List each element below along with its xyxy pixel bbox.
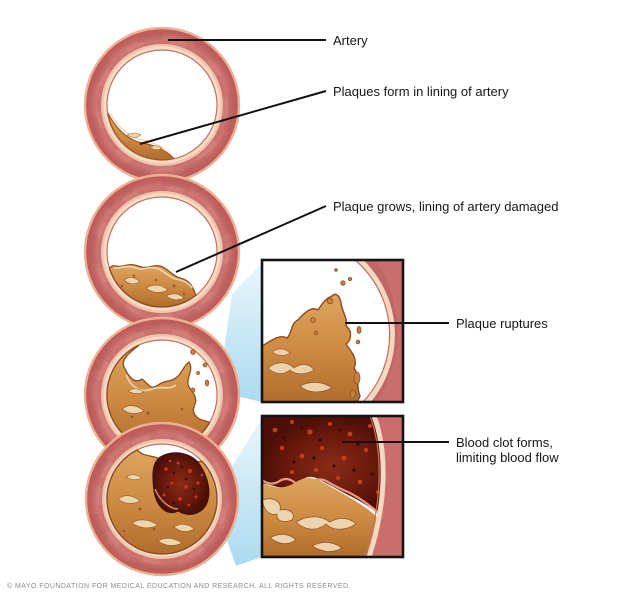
label-blood-clot-line2: limiting blood flow	[456, 450, 559, 465]
label-artery: Artery	[333, 33, 368, 48]
inset-blood-clot	[260, 414, 405, 559]
inset-border-2	[260, 414, 405, 559]
artery-stage-3	[83, 316, 241, 474]
artery-stage-1	[83, 26, 241, 184]
label-plaque-grows: Plaque grows, lining of artery damaged	[333, 199, 559, 214]
rupture-droplets-zoom	[310, 268, 362, 345]
copyright-notice: © MAYO FOUNDATION FOR MEDICAL EDUCATION …	[7, 583, 351, 590]
rupture-droplets	[190, 349, 210, 393]
leader-line-plaque-grows	[175, 205, 327, 273]
label-blood-clot: Blood clot forms, limiting blood flow	[456, 435, 559, 465]
leader-line-plaques-form	[139, 90, 327, 145]
plaque-grown	[109, 263, 197, 308]
label-plaque-ruptures: Plaque ruptures	[456, 316, 548, 331]
inset-plaque-rupture	[260, 258, 405, 404]
blood-clot-mass	[152, 452, 210, 515]
label-blood-clot-line1: Blood clot forms,	[456, 435, 553, 450]
artery-stage-2	[83, 173, 241, 331]
label-plaques-form: Plaques form in lining of artery	[333, 84, 509, 99]
inset-border-1	[260, 258, 405, 404]
plaque-small	[107, 112, 176, 161]
plaque-with-clot	[106, 449, 218, 555]
leader-lines	[139, 39, 449, 443]
artery-stage-4	[84, 421, 240, 577]
